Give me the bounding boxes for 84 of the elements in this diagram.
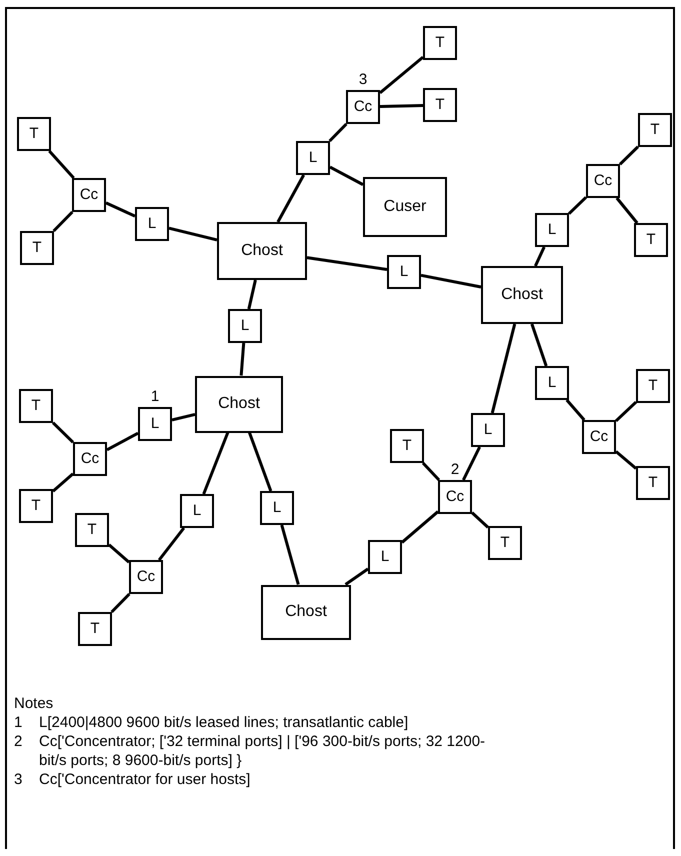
notes-heading: Notes (14, 694, 54, 713)
connector-line (566, 399, 586, 421)
connector-line (568, 196, 588, 215)
network-node-box: L (180, 494, 214, 528)
connector-line (470, 512, 490, 528)
connector-line (110, 592, 130, 614)
network-node-box: T (488, 526, 522, 560)
network-node-box: L (138, 407, 172, 441)
connector-line (276, 174, 305, 223)
network-node-box: Cc (582, 420, 616, 454)
connector-line (158, 527, 186, 561)
network-node-box: L (535, 366, 569, 400)
network-node-box: L (535, 213, 569, 247)
connector-line (401, 510, 439, 544)
network-node-box: T (17, 117, 51, 151)
connector-line (108, 544, 130, 564)
note-number: 1 (14, 713, 24, 732)
network-node-box: T (78, 612, 112, 646)
callout-number: 2 (450, 462, 460, 477)
note-number: 2 (14, 732, 24, 752)
network-node-box: Cc (72, 178, 106, 212)
network-node-box: T (638, 113, 672, 147)
host-box: Chost (217, 222, 307, 280)
connector-line (462, 446, 481, 481)
network-node-box: T (423, 26, 457, 60)
connector-line (52, 472, 74, 492)
network-node-box: Cc (129, 560, 163, 594)
connector-line (106, 432, 139, 452)
network-node-box: T (19, 389, 53, 423)
connector-line (379, 56, 424, 94)
connector-line (52, 210, 74, 232)
network-node-box: Cc (73, 442, 107, 476)
connector-line (240, 342, 246, 376)
network-node-box: T (19, 489, 53, 523)
network-node-box: Cc (438, 480, 472, 514)
network-node-box: L (260, 491, 294, 525)
connector-line (530, 324, 548, 366)
callout-number: 3 (358, 72, 368, 87)
host-box: Chost (261, 584, 351, 640)
connector-line (328, 122, 348, 142)
connector-line (614, 400, 638, 422)
callout-number: 1 (150, 389, 160, 404)
connector-line (344, 568, 369, 586)
host-box: Cuser (363, 177, 447, 237)
connector-line (616, 197, 638, 224)
connector-line (615, 450, 637, 470)
connector-line (172, 413, 196, 422)
network-node-box: T (634, 223, 668, 257)
host-box: Chost (195, 376, 283, 432)
connector-line (420, 274, 482, 288)
note-text: Cc['Concentrator for user hosts] (39, 770, 252, 789)
note-text: Cc['Concentrator; ['32 terminal ports] | ['96 300-bit/s ports; 32 1200-bit/s ports; 8 9600-bit/s ports] } (39, 732, 486, 770)
network-node-box: Cc (346, 90, 380, 124)
network-node-box: T (636, 369, 670, 403)
connector-line (422, 462, 440, 482)
network-node-box: L (228, 309, 262, 343)
network-node-box: T (390, 429, 424, 463)
network-node-box: T (20, 231, 54, 265)
connector-line (490, 324, 516, 414)
connector-line (52, 422, 74, 444)
network-node-box: L (387, 255, 421, 289)
connector-line (380, 104, 424, 108)
connector-line (618, 146, 640, 166)
note-number: 3 (14, 770, 24, 789)
connector-line (202, 432, 230, 495)
network-node-box: L (296, 141, 330, 175)
connector-line (329, 166, 364, 186)
network-node-box: T (423, 88, 457, 122)
network-node-box: L (368, 540, 402, 574)
connector-line (534, 246, 546, 267)
connector-line (105, 201, 136, 218)
network-node-box: L (471, 413, 505, 447)
network-node-box: L (135, 207, 169, 241)
connector-line (168, 226, 218, 242)
network-node-box: T (75, 513, 109, 547)
connector-line (247, 280, 257, 310)
network-node-box: T (636, 466, 670, 500)
note-text: L[2400|4800 9600 bit/s leased lines; transatlantic cable] (39, 713, 410, 732)
network-node-box: Cc (586, 164, 620, 198)
connector-line (248, 432, 272, 492)
host-box: Chost (481, 266, 563, 324)
connector-line (306, 256, 388, 271)
connector-line (48, 150, 75, 179)
connector-line (280, 524, 300, 585)
